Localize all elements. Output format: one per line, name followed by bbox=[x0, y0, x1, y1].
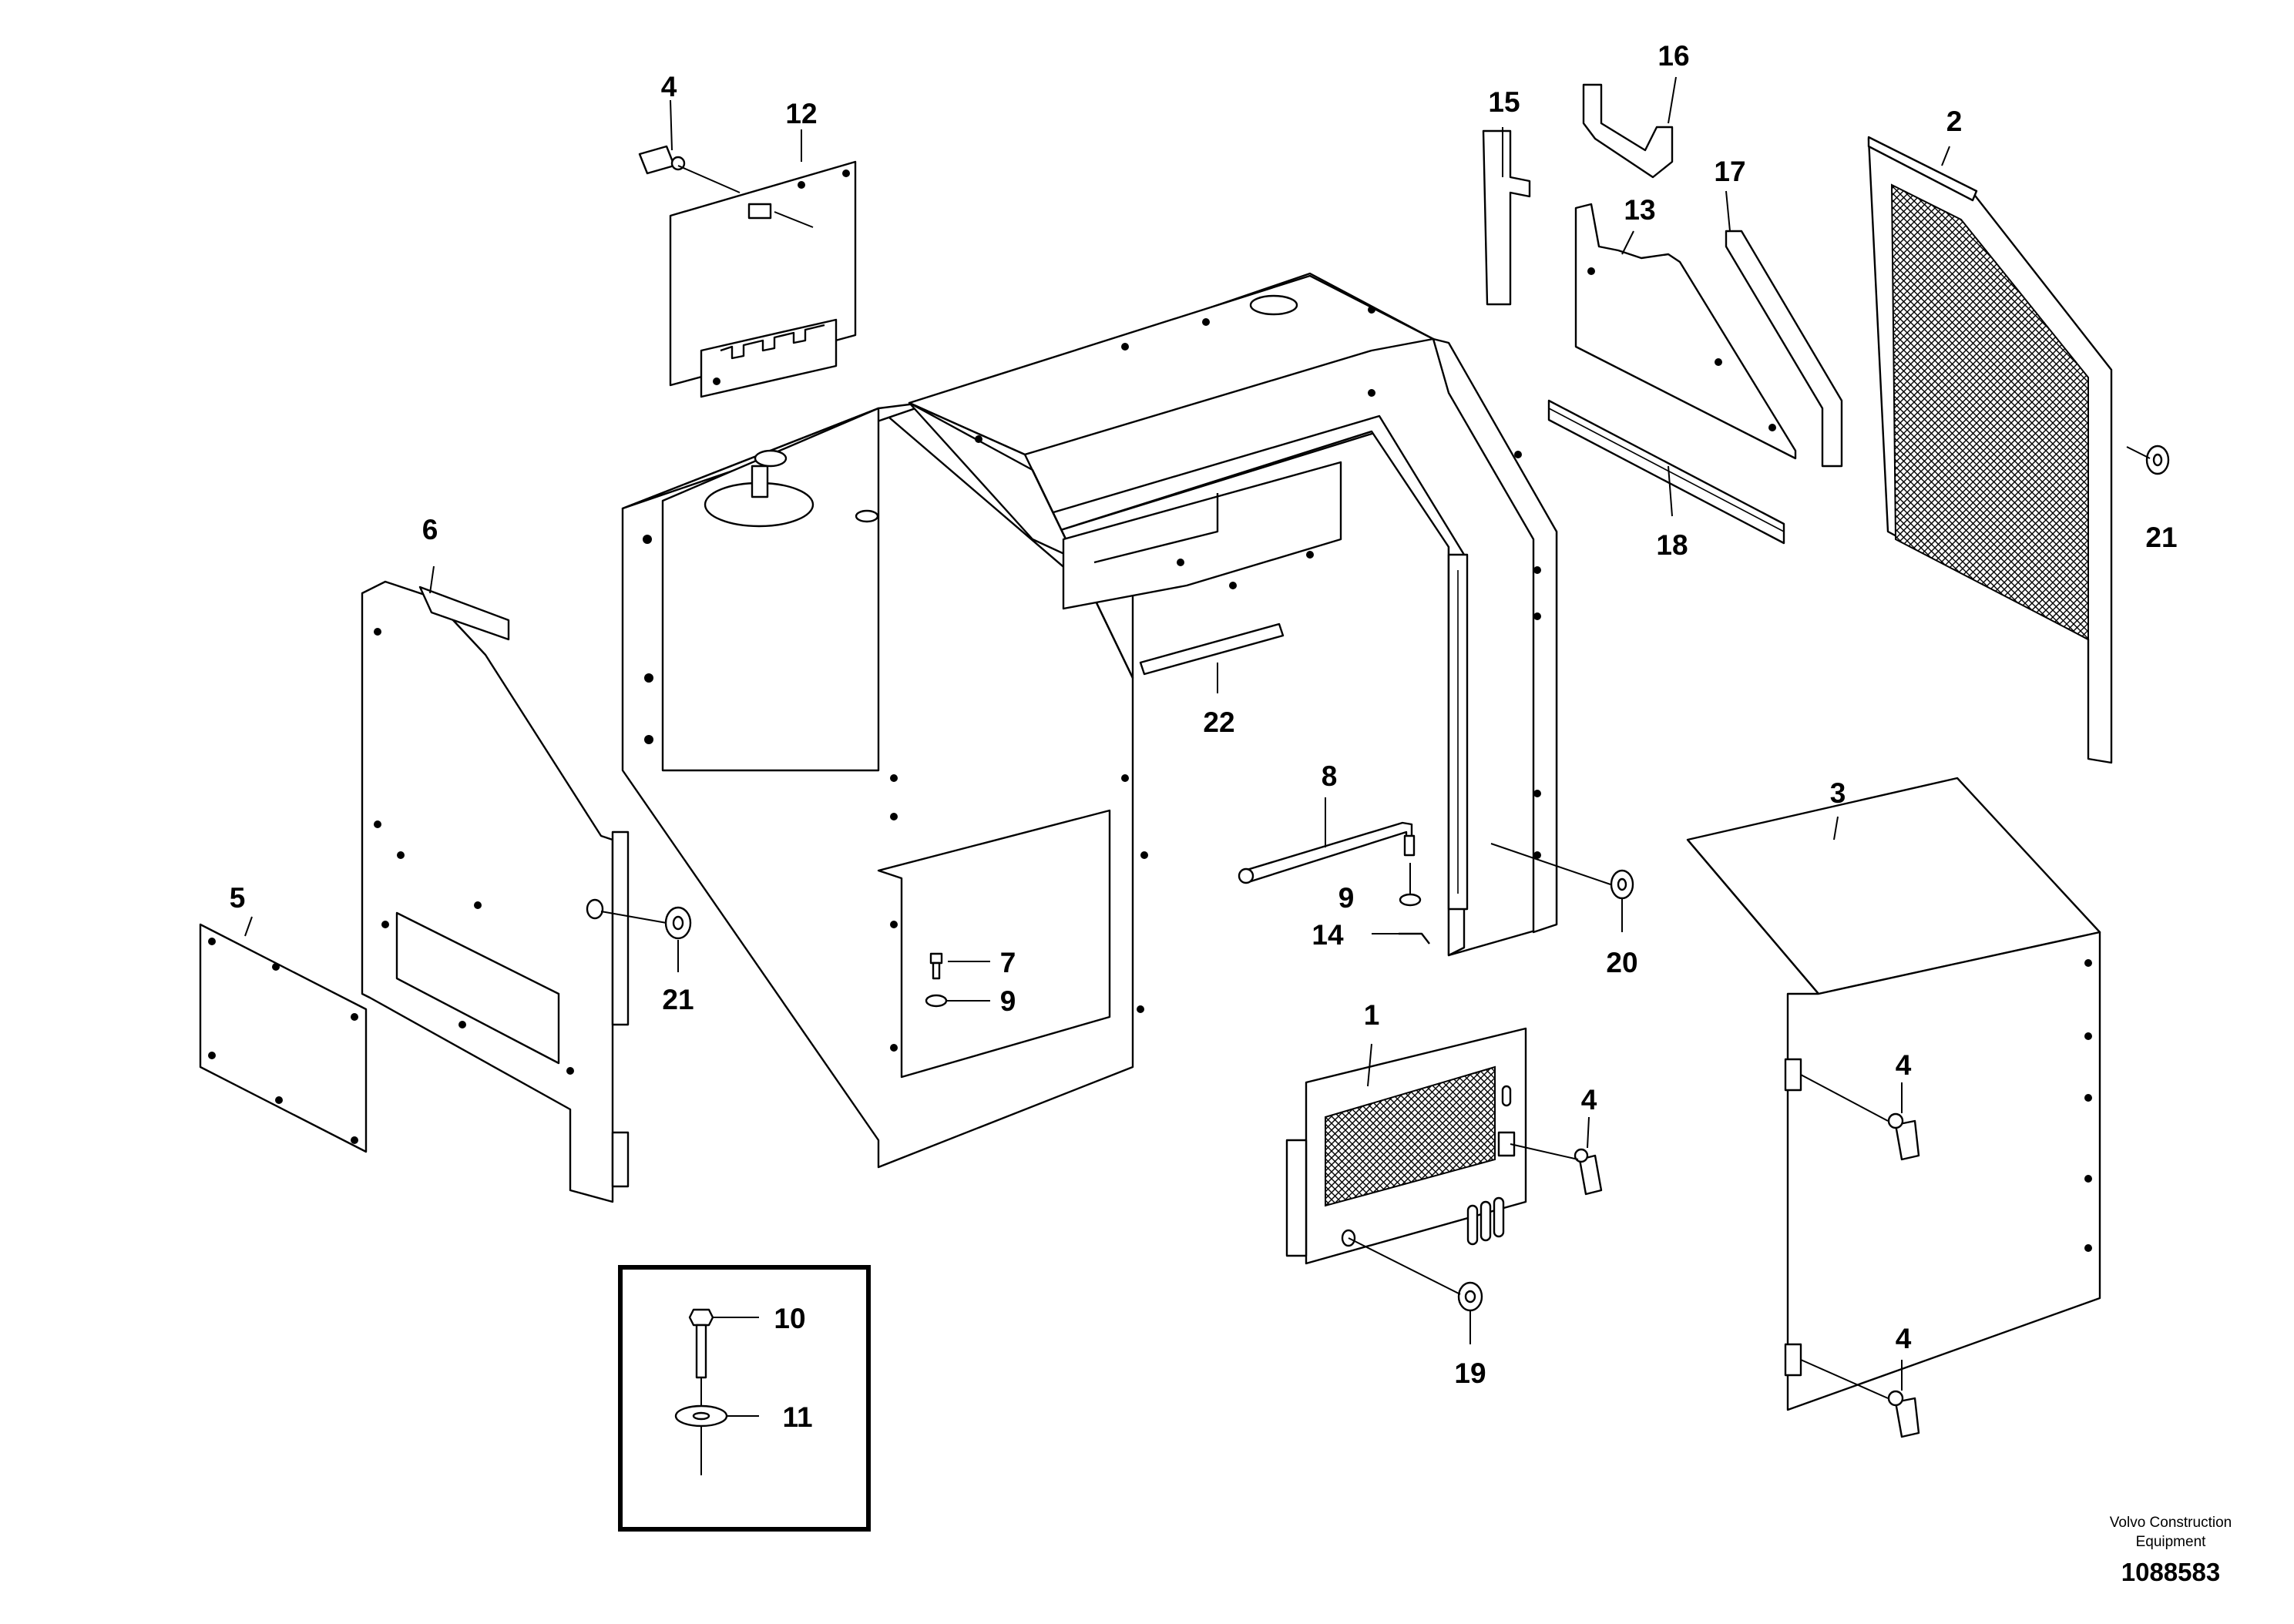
part-9-washer-left bbox=[925, 994, 948, 1008]
part-18-rail bbox=[1547, 399, 1785, 545]
maker-line-1: Volvo Construction bbox=[2110, 1515, 2232, 1531]
callout-22: 22 bbox=[1203, 706, 1234, 738]
part-7-screw bbox=[929, 952, 943, 980]
callout-18: 18 bbox=[1656, 529, 1688, 561]
part-15-pipe bbox=[1482, 129, 1531, 306]
part-21-grommet-right bbox=[2145, 445, 2170, 475]
callout-3: 3 bbox=[1830, 777, 1846, 809]
part-4-latch-door bbox=[1574, 1148, 1603, 1196]
part-21-grommet-left bbox=[664, 906, 692, 940]
callout-17: 17 bbox=[1714, 156, 1745, 187]
callout-21-left: 21 bbox=[662, 984, 694, 1015]
part-17-strip bbox=[1725, 230, 1843, 468]
footer: Volvo Construction Equipment 1088583 bbox=[2110, 1515, 2232, 1586]
callout-6: 6 bbox=[422, 514, 438, 545]
part-1-grille-door bbox=[1285, 1027, 1527, 1265]
part-4-latch-box-lower bbox=[1887, 1390, 1920, 1438]
part-14-pin bbox=[1399, 932, 1430, 945]
callout-10: 10 bbox=[774, 1303, 805, 1334]
part-6-left-side-panel bbox=[361, 580, 630, 1203]
callout-19: 19 bbox=[1454, 1357, 1486, 1389]
callout-9-left: 9 bbox=[1000, 985, 1016, 1017]
callout-8: 8 bbox=[1322, 760, 1338, 792]
part-12-hinged-panel bbox=[669, 160, 857, 398]
callout-14: 14 bbox=[1312, 919, 1344, 951]
part-19-grommet bbox=[1457, 1281, 1483, 1312]
part-9-washer-right bbox=[1399, 834, 1422, 907]
callout-9-right: 9 bbox=[1338, 882, 1355, 914]
callout-1: 1 bbox=[1364, 999, 1380, 1031]
part-3-cover-box bbox=[1686, 777, 2101, 1411]
part-16-u-pipe bbox=[1582, 83, 1674, 179]
callout-15: 15 bbox=[1488, 86, 1520, 118]
part-13-side-panel bbox=[1574, 203, 1797, 460]
callout-16: 16 bbox=[1658, 40, 1689, 72]
part-2-mesh-grille bbox=[1867, 136, 2113, 764]
callout-4-top: 4 bbox=[661, 71, 677, 102]
part-5-cover-plate bbox=[199, 923, 368, 1153]
callout-5: 5 bbox=[230, 882, 246, 914]
leader-lines bbox=[244, 76, 2151, 1475]
document-number: 1088583 bbox=[2121, 1558, 2220, 1586]
callout-labels: 1 2 3 4 4 4 4 5 6 7 8 9 9 10 11 12 13 14… bbox=[230, 40, 2178, 1433]
maker-line-2: Equipment bbox=[2136, 1534, 2207, 1550]
callout-4-box-upper: 4 bbox=[1896, 1049, 1912, 1081]
callout-4-box-lower: 4 bbox=[1896, 1323, 1912, 1354]
callout-11: 11 bbox=[782, 1401, 812, 1433]
callout-2: 2 bbox=[1946, 106, 1963, 137]
callout-12: 12 bbox=[785, 98, 817, 129]
main-hood-frame bbox=[621, 272, 1558, 1169]
inset-box bbox=[618, 1265, 871, 1532]
part-4-latch-box-upper bbox=[1887, 1112, 1920, 1161]
callout-7: 7 bbox=[1000, 947, 1016, 978]
callout-4-door: 4 bbox=[1581, 1084, 1597, 1116]
callout-21-right: 21 bbox=[2145, 522, 2177, 553]
part-4-latch-top bbox=[638, 145, 686, 175]
part-20-grommet bbox=[1610, 869, 1634, 900]
callout-13: 13 bbox=[1624, 194, 1655, 226]
callout-20: 20 bbox=[1606, 947, 1637, 978]
